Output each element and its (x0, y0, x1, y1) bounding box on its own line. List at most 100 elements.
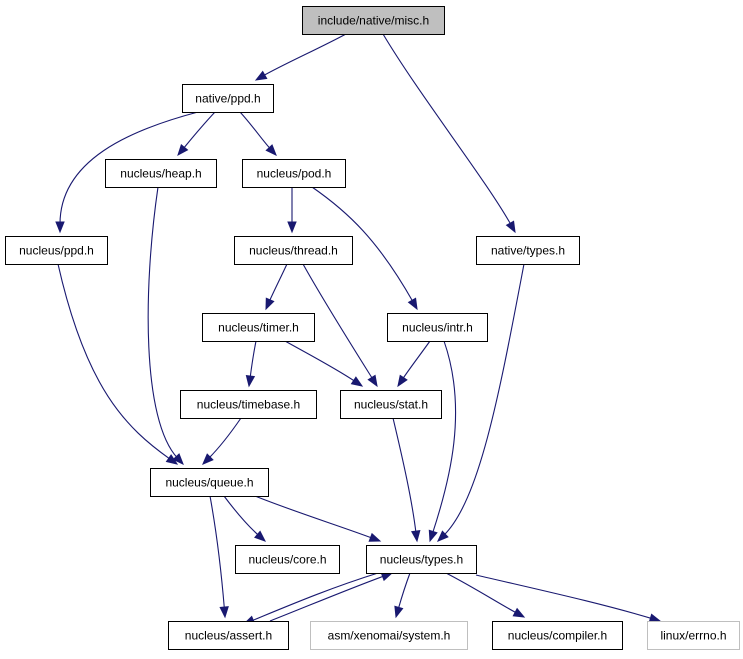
edge-nppd-to-pod (239, 111, 277, 156)
edge-line (397, 572, 411, 610)
node-box (302, 6, 445, 35)
edges (55, 33, 662, 625)
edge-line (208, 417, 242, 459)
edge-line (59, 111, 199, 225)
node-nucppd[interactable]: nucleus/ppd.h (5, 236, 108, 265)
node-box (242, 159, 346, 188)
nodes: include/native/misc.h native/ppd.h nucleus… (5, 6, 740, 650)
edge-timer-to-stat (284, 340, 364, 387)
edge-arrowhead (219, 606, 229, 619)
edge-line (254, 495, 373, 539)
node-stat[interactable]: nucleus/stat.h (340, 390, 442, 419)
edge-timebase-to-queue (202, 417, 242, 465)
edge-arrowhead (254, 70, 268, 81)
edge-arrowhead (350, 376, 364, 387)
edge-ntypes-to-types (437, 263, 525, 542)
edge-line (475, 574, 653, 620)
node-core[interactable]: nucleus/core.h (235, 545, 340, 574)
node-intr[interactable]: nucleus/intr.h (387, 313, 488, 342)
node-label: nucleus/queue.h (165, 476, 253, 490)
edge-thread-to-stat (302, 263, 378, 388)
node-label: nucleus/pod.h (257, 167, 332, 181)
node-label: nucleus/core.h (248, 553, 326, 567)
node-compiler[interactable]: nucleus/compiler.h (492, 621, 623, 650)
edge-types-to-system (394, 572, 411, 619)
node-box (310, 621, 468, 650)
node-box (168, 621, 289, 650)
edge-types-to-errno (475, 574, 662, 623)
edge-line (147, 186, 178, 459)
edge-arrowhead (437, 530, 449, 542)
edge-line (382, 33, 512, 226)
edge-line (223, 495, 260, 537)
edge-arrowhead (397, 374, 408, 388)
edge-queue-to-core (223, 495, 267, 542)
edge-timer-to-timebase (245, 340, 257, 388)
edge-arrowhead (428, 529, 438, 543)
edge-queue-to-assert (209, 495, 229, 619)
edge-line (262, 33, 347, 77)
node-types[interactable]: nucleus/types.h (366, 545, 477, 574)
edge-line (284, 340, 356, 383)
node-label: nucleus/ppd.h (19, 244, 94, 258)
node-nppd[interactable]: native/ppd.h (182, 84, 274, 113)
edge-misc-to-ntypes (382, 33, 516, 234)
node-label: native/types.h (491, 244, 565, 258)
node-box (476, 236, 580, 265)
node-box (105, 159, 217, 188)
node-pod[interactable]: nucleus/pod.h (242, 159, 346, 188)
edge-arrowhead (407, 297, 418, 311)
edge-line (302, 263, 374, 380)
node-box (340, 390, 442, 419)
edge-arrowhead (648, 613, 662, 623)
edge-line (239, 111, 272, 150)
node-timebase[interactable]: nucleus/timebase.h (180, 390, 317, 419)
node-box (202, 313, 315, 342)
node-misc[interactable]: include/native/misc.h (302, 6, 445, 35)
edge-arrowhead (265, 144, 277, 156)
node-heap[interactable]: nucleus/heap.h (105, 159, 217, 188)
edge-arrowhead (245, 375, 256, 388)
node-assert[interactable]: nucleus/assert.h (168, 621, 289, 650)
edge-types-to-assert (242, 572, 379, 625)
edge-arrowhead (368, 532, 382, 542)
edge-arrowhead (394, 605, 404, 619)
edge-line (431, 340, 457, 534)
edge-line (57, 263, 171, 460)
node-timer[interactable]: nucleus/timer.h (202, 313, 315, 342)
node-label: nucleus/intr.h (402, 321, 473, 335)
node-box (647, 621, 740, 650)
edge-nucppd-to-queue (57, 263, 179, 465)
edge-line (311, 186, 414, 303)
node-label: asm/xenomai/system.h (328, 629, 451, 643)
node-box (182, 84, 274, 113)
node-queue[interactable]: nucleus/queue.h (150, 468, 269, 497)
node-label: nucleus/assert.h (185, 629, 272, 643)
node-label: native/ppd.h (195, 92, 260, 106)
node-label: nucleus/compiler.h (508, 629, 607, 643)
node-box (234, 236, 353, 265)
node-box (492, 621, 623, 650)
edge-arrowhead (165, 454, 179, 465)
edge-line (209, 495, 225, 610)
node-box (150, 468, 269, 497)
edge-line (182, 111, 216, 150)
edge-misc-to-nppd (254, 33, 347, 81)
edge-nppd-to-heap (177, 111, 216, 157)
node-thread[interactable]: nucleus/thread.h (234, 236, 353, 265)
edge-line (401, 340, 431, 380)
edge-line (443, 263, 525, 536)
edge-line (268, 263, 288, 302)
edge-intr-to-stat (397, 340, 431, 388)
node-box (5, 236, 108, 265)
node-box (366, 545, 477, 574)
node-errno: linux/errno.h (647, 621, 740, 650)
edge-intr-to-types (428, 340, 457, 543)
edge-line (251, 572, 379, 622)
node-ntypes[interactable]: native/types.h (476, 236, 580, 265)
node-label: nucleus/timebase.h (197, 398, 300, 412)
edge-arrowhead (411, 530, 421, 543)
node-label: nucleus/thread.h (249, 244, 338, 258)
edge-nppd-to-nucppd (55, 111, 199, 234)
node-label: nucleus/timer.h (218, 321, 299, 335)
